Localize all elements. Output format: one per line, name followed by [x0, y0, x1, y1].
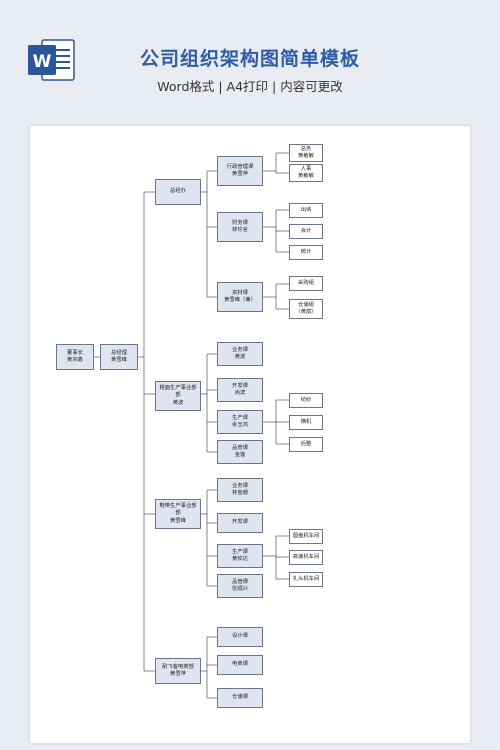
fiber-sales-box: 业务课 黄波 [217, 342, 263, 366]
chairman-box: 董事长 黄宗鑫 [56, 344, 94, 370]
fiber-prod-box: 生产课 余玉鸿 [217, 410, 263, 434]
finance-cashier-box: 出纳 [289, 203, 323, 218]
finance-accounting-box: 会计 [289, 224, 323, 239]
fiber-qc-box: 品管课 金莲 [217, 440, 263, 464]
connector-lines [94, 152, 289, 699]
ecom-design-box: 设计课 [217, 627, 263, 647]
ecom-storage-box: 仓储课 [217, 688, 263, 708]
belt-division-box: 鞋带生产事业部 部 黄雪峰 [155, 499, 201, 529]
fiber-finishing-box: 后整 [289, 437, 323, 452]
fiber-dev-box: 开发课 尚滨 [217, 378, 263, 402]
belt-prod-box: 生产课 黄钦达 [217, 544, 263, 568]
finance-statistics-box: 统计 [289, 245, 323, 260]
belt-knot-box: 扎头机车间 [289, 572, 323, 587]
fiber-weaving-box: 横机 [289, 415, 323, 430]
materials-warehouse-box: 仓储组 （黄斌） [289, 299, 323, 319]
admin-general-box: 总务 黄敏敏 [289, 144, 323, 162]
page-title: 公司组织架构图简单模板 [139, 48, 360, 70]
document-page: 董事长 黄宗鑫 总经理 黄雪峰 总经办 行政管理课 黄雪萍 总务 黄敏敏 人事 … [30, 126, 470, 743]
admin-dept-box: 行政管理课 黄雪萍 [217, 156, 263, 186]
word-icon: W [28, 39, 75, 81]
ecom-shop-box: 电商课 [217, 655, 263, 675]
word-icon-letter: W [33, 52, 52, 72]
ecommerce-division-box: 耐飞客电商部 黄雪萍 [155, 658, 201, 684]
belt-dev-box: 开发课 [217, 513, 263, 533]
belt-round-box: 圆盘机车间 [289, 529, 323, 544]
belt-sales-box: 业务课 林金珊 [217, 478, 263, 502]
page-subtitle: Word格式 | A4打印 | 内容可更改 [157, 79, 343, 94]
belt-highspeed-box: 高速机车间 [289, 550, 323, 565]
materials-dept-box: 资材课 黄雪峰（兼） [217, 282, 263, 312]
admin-hr-box: 人事 黄敏敏 [289, 164, 323, 182]
belt-qc-box: 品管课 张顺兴 [217, 574, 263, 598]
finance-dept-box: 财务课 林珍言 [217, 212, 263, 242]
general-office-box: 总经办 [155, 179, 201, 205]
fiber-spinning-box: 纺纱 [289, 393, 323, 408]
materials-purchasing-box: 采购组 [289, 276, 323, 291]
general-manager-box: 总经理 黄雪峰 [100, 344, 138, 370]
fiber-division-box: 粗面生产事业部 部 黄波 [155, 381, 201, 411]
header: W 公司组织架构图简单模板 Word格式 | A4打印 | 内容可更改 [0, 0, 500, 110]
